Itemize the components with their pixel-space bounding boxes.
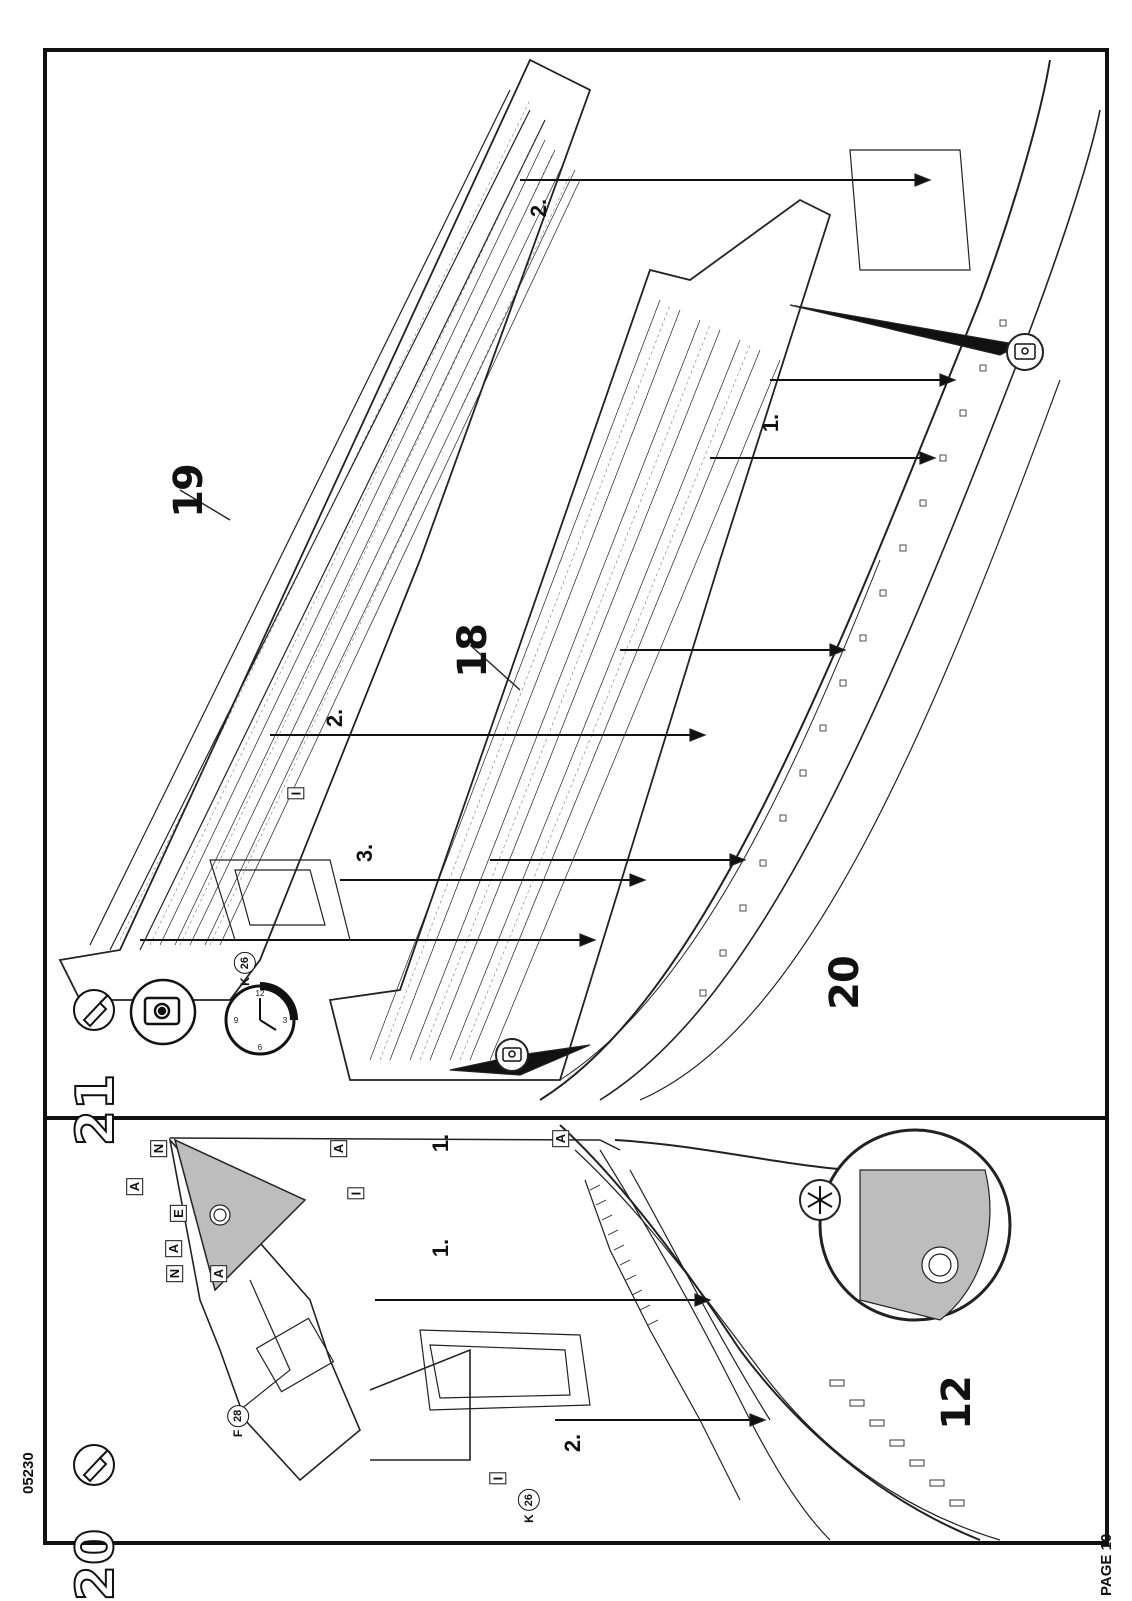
paint-code-circle: 26 bbox=[517, 1489, 540, 1512]
part-number-12: 12 bbox=[933, 1376, 980, 1430]
step20-mark-1b: 1. bbox=[428, 1133, 454, 1153]
part-number-19: 19 bbox=[165, 464, 212, 518]
svg-text:6: 6 bbox=[258, 1043, 263, 1052]
glue-pointer-icon bbox=[502, 343, 1036, 1062]
color-tag: A bbox=[330, 1139, 348, 1158]
paint-ref-k: K 26 bbox=[517, 1489, 540, 1523]
frame-right bbox=[43, 48, 1109, 1120]
paint-code-circle: 26 bbox=[233, 952, 256, 975]
color-tag: A bbox=[552, 1129, 570, 1148]
paint-letter: F bbox=[231, 1429, 246, 1438]
color-tag: I bbox=[347, 1187, 365, 1200]
step21-drawing bbox=[58, 58, 1101, 1101]
color-tag: A bbox=[165, 1239, 183, 1258]
step21-mark-2a: 2. bbox=[322, 708, 348, 728]
paint-ref-f: F 28 bbox=[227, 1404, 250, 1438]
step20-drawing bbox=[168, 1124, 1012, 1541]
paint-letter: K bbox=[237, 977, 252, 986]
paint-ref-k: K 26 bbox=[233, 952, 256, 986]
step20-mark-2: 2. bbox=[560, 1433, 586, 1453]
glue-tube-icon bbox=[73, 1444, 115, 1486]
paint-code-circle: 28 bbox=[227, 1404, 250, 1427]
part-number-20: 20 bbox=[821, 956, 868, 1010]
part-number-18: 18 bbox=[449, 624, 496, 678]
step21-mark-3: 3. bbox=[352, 843, 378, 863]
step-number-20: 20 bbox=[65, 1528, 127, 1601]
step21-mark-1: 1. bbox=[758, 413, 784, 433]
color-tag: A bbox=[210, 1264, 228, 1283]
color-tag: N bbox=[166, 1264, 184, 1283]
color-tag: E bbox=[169, 1205, 187, 1222]
paint-letter: K bbox=[521, 1514, 536, 1523]
glue-tube-icon bbox=[73, 989, 115, 1031]
svg-text:9: 9 bbox=[234, 1016, 239, 1025]
page-number: PAGE 10 bbox=[1098, 1533, 1115, 1596]
color-tag: A bbox=[126, 1177, 144, 1196]
color-tag: I bbox=[287, 787, 305, 800]
step21-mark-2b: 2. bbox=[526, 198, 552, 218]
document-code: 05230 bbox=[20, 1452, 37, 1494]
step-number-21: 21 bbox=[65, 1073, 127, 1147]
clock-drying-icon: 12 3 6 9 bbox=[224, 982, 298, 1056]
svg-text:3: 3 bbox=[283, 1016, 288, 1025]
color-tag: N bbox=[150, 1139, 168, 1158]
step20-mark-1a: 1. bbox=[428, 1238, 454, 1258]
glue-precision-icon bbox=[129, 978, 197, 1046]
color-tag: I bbox=[489, 1472, 507, 1485]
detail-asterisk-icon bbox=[807, 1186, 833, 1214]
svg-text:12: 12 bbox=[256, 989, 265, 998]
